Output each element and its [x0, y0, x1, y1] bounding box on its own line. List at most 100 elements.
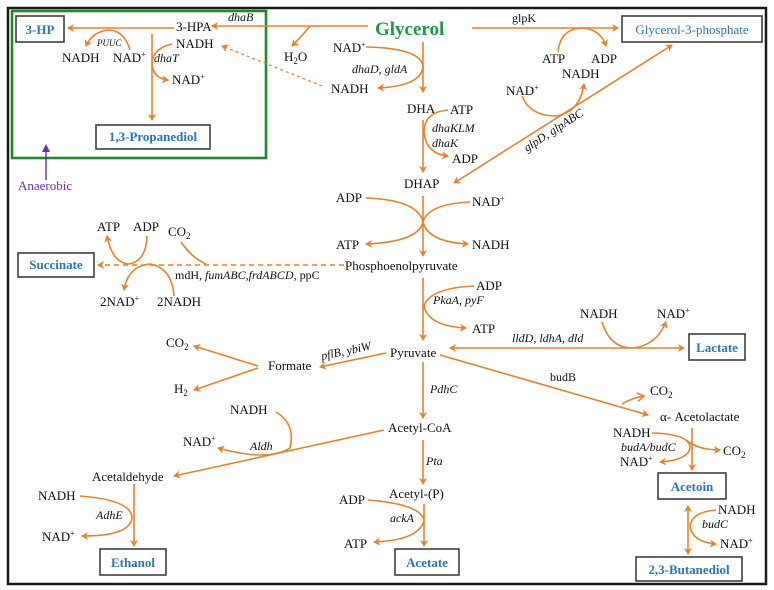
intermediate-acetaldehyde: Acetaldehyde	[92, 469, 164, 484]
anaerobic-region-box	[10, 9, 268, 160]
product-ethanol: Ethanol	[111, 555, 155, 570]
nadh-label-budC: NADH	[718, 502, 756, 517]
intermediate-formate: Formate	[268, 358, 312, 373]
product-box-lactate	[688, 333, 746, 361]
enzyme-budAC: budA/budC	[621, 440, 677, 454]
nad-label-dhap: NAD+	[472, 194, 505, 209]
adp-label-dhap: ADP	[336, 190, 362, 205]
adp-label-succinate: ADP	[133, 219, 159, 234]
nad-label-puuc: NAD+	[113, 50, 146, 65]
nad-label-dhaD: NAD+	[333, 40, 366, 55]
arrow-formate-to-h2	[193, 367, 259, 392]
adp-label-dhaK: ADP	[452, 151, 478, 166]
arrow-adp-atp-ackA	[367, 499, 425, 546]
enzyme-pyk: PkaA, pyF	[432, 293, 484, 307]
nadh-label-puuc: NADH	[62, 50, 100, 65]
enzyme-pta: Pta	[425, 454, 443, 468]
product-lactate: Lactate	[696, 340, 738, 355]
arrow-adp-atp-succinate	[104, 235, 148, 265]
intermediate-dhap: DHAP	[404, 176, 439, 191]
intermediate-dha: DHA	[407, 101, 436, 116]
nad-label-dhaT: NAD+	[172, 72, 205, 87]
enzyme-dhaKLM: dhaKLM	[432, 121, 476, 135]
product-box-propanediol	[95, 124, 211, 150]
enzyme-pdh: PdhC	[429, 382, 458, 396]
atp-label-ackA: ATP	[344, 536, 367, 551]
anaerobic-label: Anaerobic	[18, 178, 72, 193]
product-3hp: 3-HP	[26, 22, 55, 37]
product-box-acetoin	[657, 472, 727, 500]
intermediate-acetolactate: α- Acetolactate	[660, 409, 740, 424]
enzyme-budC: budC	[702, 517, 729, 531]
intermediate-3hpa: 3-HPA	[176, 19, 212, 34]
arrow-adp-atp-pyk	[423, 285, 475, 332]
glycerol-label: Glycerol	[375, 19, 444, 40]
atp-label-glpK: ATP	[542, 51, 565, 66]
enzyme-dhaT: dhaT	[154, 51, 180, 65]
two-nad-label: 2NAD+	[100, 294, 140, 309]
enzyme-budB: budB	[550, 370, 576, 384]
product-box-butanediol	[635, 556, 743, 582]
co2-label-succinate: CO2	[168, 224, 191, 241]
product-box-g3p	[621, 15, 763, 43]
atp-label-pyk: ATP	[472, 321, 495, 336]
intermediate-pep: Phosphoenolpyruvate	[345, 258, 458, 273]
atp-label-succinate: ATP	[97, 219, 120, 234]
nadh-label-aldh: NADH	[230, 402, 268, 417]
enzyme-dhaB: dhaB	[228, 10, 254, 24]
enzyme-succinate-pathway: mdH, fumABC,frdABCD, ppC	[175, 268, 320, 282]
arrow-nadh-nad-adhE	[79, 495, 133, 540]
nadh-label-dhaD: NADH	[331, 81, 369, 96]
enzyme-adhE: AdhE	[95, 508, 123, 522]
enzyme-glpK: glpK	[512, 11, 536, 25]
enzyme-puuc: PUUC	[96, 38, 122, 48]
arrow-nad-nadh-dhap	[422, 201, 471, 248]
nad-label-budA: NAD+	[620, 454, 653, 469]
arrow-adp-atp-dhap	[365, 197, 424, 248]
nad-label-adhE: NAD+	[42, 529, 75, 544]
nadh-label-adhE: NADH	[38, 488, 76, 503]
anaerobic-arrow-head	[42, 144, 50, 152]
arrow-nadh-nad-ldh	[601, 321, 668, 349]
outer-frame	[6, 6, 768, 586]
co2-label-budA: CO2	[723, 443, 746, 460]
product-box-acetate	[394, 548, 460, 576]
enzyme-pfl: pflB, ybiW	[319, 339, 373, 364]
arrow-nadh-nad-budA	[651, 432, 691, 466]
nadh-label-glpD: NADH	[562, 66, 600, 81]
atp-label-dhap: ATP	[336, 237, 359, 252]
h2-label-formate: H2	[174, 381, 188, 398]
intermediate-acetylp: Acetyl-(P)	[389, 486, 444, 501]
product-propanediol: 1,3-Propanediol	[109, 129, 198, 144]
arrow-co2-succinate	[180, 241, 207, 265]
product-succinate: Succinate	[29, 257, 83, 272]
nadh-label-dhaT: NADH	[176, 36, 214, 51]
co2-label-formate: CO2	[166, 335, 189, 352]
nadh-label-dhap: NADH	[472, 237, 510, 252]
product-box-succinate	[17, 252, 95, 278]
arrow-formate-to-co2	[193, 343, 259, 367]
product-box-3hp	[15, 15, 65, 43]
arrow-nad-nadh-dhaD	[365, 46, 424, 92]
enzyme-ackA: ackA	[390, 511, 415, 525]
co2-label-budB: CO2	[650, 383, 673, 400]
adp-label-pyk: ADP	[476, 278, 502, 293]
intermediate-acetylcoa: Acetyl-CoA	[388, 420, 452, 435]
arrow-nadh-nad-succinate	[121, 263, 175, 297]
arrow-nad-nadh-glpD	[521, 83, 588, 117]
intermediate-pyruvate: Pyruvate	[390, 345, 436, 360]
atp-label-dhaK: ATP	[450, 102, 473, 117]
arrow-h2o	[291, 25, 311, 47]
nad-label-glpD: NAD+	[506, 83, 539, 98]
product-acetoin: Acetoin	[671, 479, 714, 494]
product-acetate: Acetate	[406, 555, 448, 570]
arrow-puuc-cofactor	[84, 29, 131, 51]
adp-label-ackA: ADP	[339, 492, 365, 507]
enzyme-dhaD: dhaD, gldA	[352, 62, 408, 76]
enzyme-ldh: lldD, ldhA, dld	[512, 331, 584, 345]
h2o-label: H2O	[284, 49, 307, 66]
arrow-pyruvate-to-acetolactate	[439, 354, 649, 418]
arrow-nadh-nad-budC	[689, 509, 717, 548]
nadh-label-ldh: NADH	[580, 306, 618, 321]
